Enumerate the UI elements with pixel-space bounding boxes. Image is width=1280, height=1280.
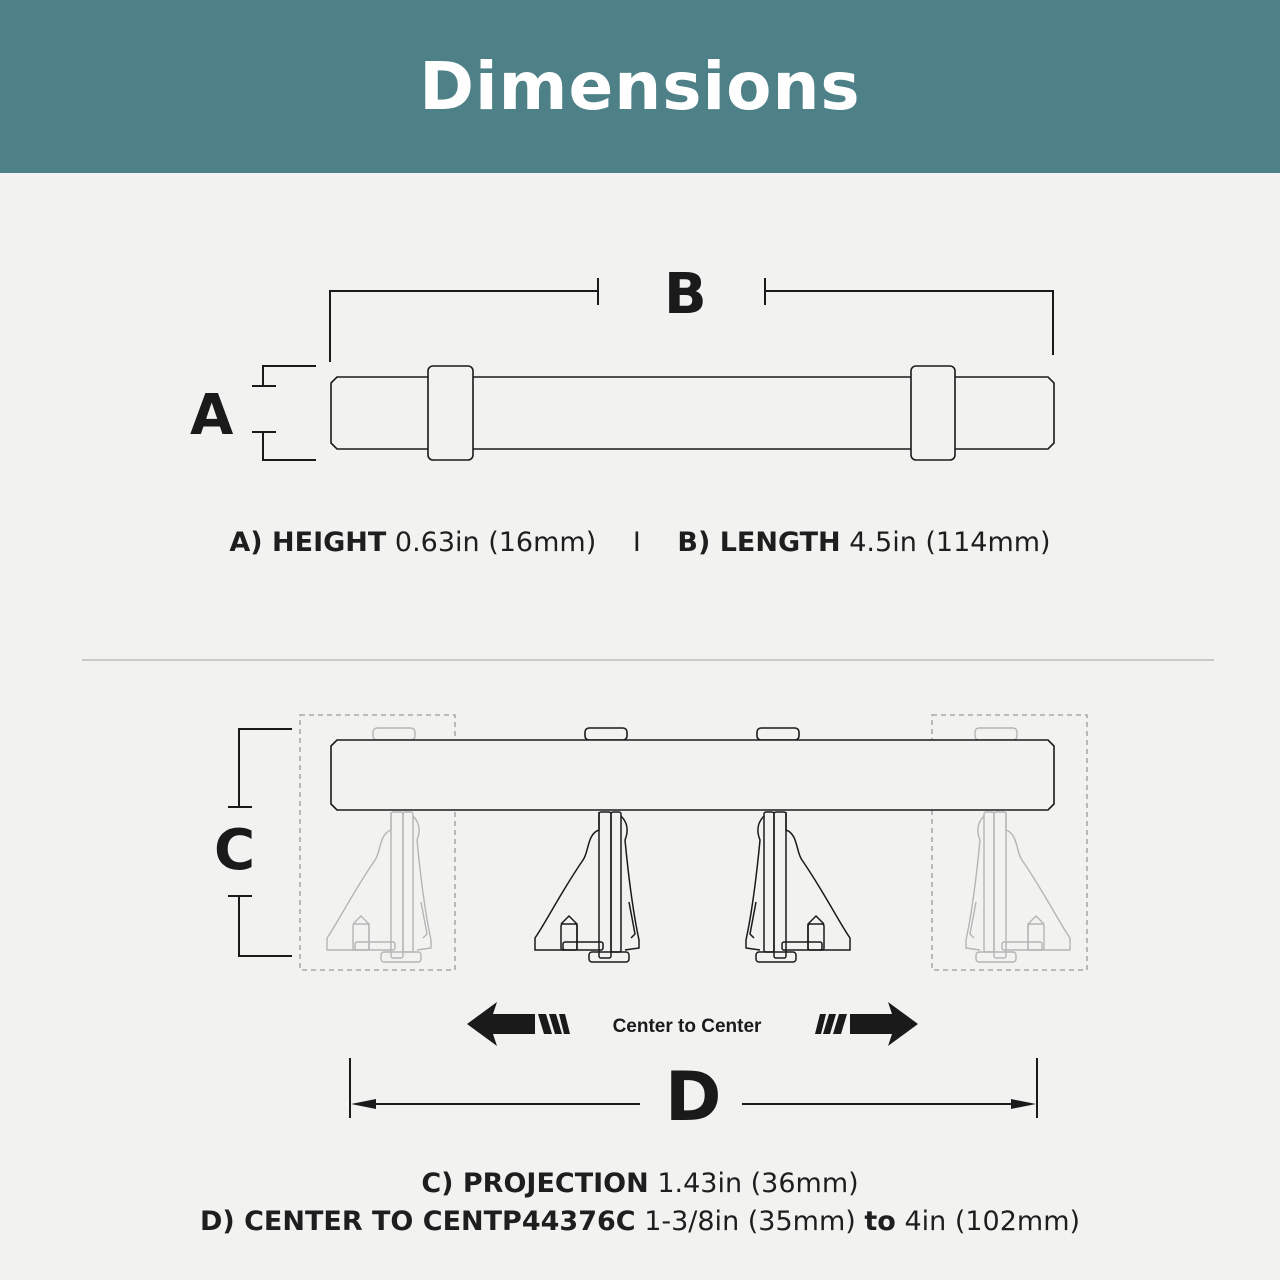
post-left: [534, 811, 640, 963]
center-to-word: to: [864, 1206, 896, 1237]
label-d: D: [665, 1058, 722, 1137]
label-c: C: [214, 818, 256, 883]
side-handle-bar: [330, 727, 1055, 811]
length-value: 4.5in (114mm): [849, 527, 1051, 558]
height-dimension-a: [252, 365, 316, 461]
ghost-outline-right: [931, 714, 1088, 971]
center-label: D) CENTER TO CENTP44376C: [199, 1206, 636, 1237]
height-label: A) HEIGHT: [229, 527, 387, 558]
label-a: A: [190, 383, 234, 448]
projection-label: C) PROJECTION: [421, 1168, 649, 1199]
spec-line-center: D) CENTER TO CENTP44376C 1-3/8in (35mm) …: [0, 1206, 1280, 1237]
header-banner: Dimensions: [0, 0, 1280, 173]
length-label: B) LENGTH: [677, 527, 841, 558]
projection-value: 1.43in (36mm): [657, 1168, 859, 1199]
page-title: Dimensions: [419, 48, 861, 125]
left-arrow-icon: [467, 1002, 570, 1046]
label-b: B: [664, 262, 707, 327]
height-value: 0.63in (16mm): [394, 527, 597, 558]
length-dimension-b: [329, 278, 1054, 362]
center-dimension-d: [349, 1058, 1038, 1118]
spec-line-projection: C) PROJECTION 1.43in (36mm): [0, 1168, 1280, 1199]
ghost-outline-left: [299, 714, 456, 971]
center-min-value: 1-3/8in (35mm): [644, 1206, 856, 1237]
spec-separator: I: [632, 527, 641, 558]
post-right: [745, 811, 851, 963]
center-to-center-label: Center to Center: [612, 1016, 762, 1037]
center-max-value: 4in (102mm): [904, 1206, 1081, 1237]
spec-line-height-length: A) HEIGHT 0.63in (16mm) I B) LENGTH 4.5i…: [0, 527, 1280, 558]
right-arrow-icon: [815, 1002, 918, 1046]
projection-dimension-c: [228, 728, 292, 957]
top-handle-drawing: [330, 365, 1055, 461]
